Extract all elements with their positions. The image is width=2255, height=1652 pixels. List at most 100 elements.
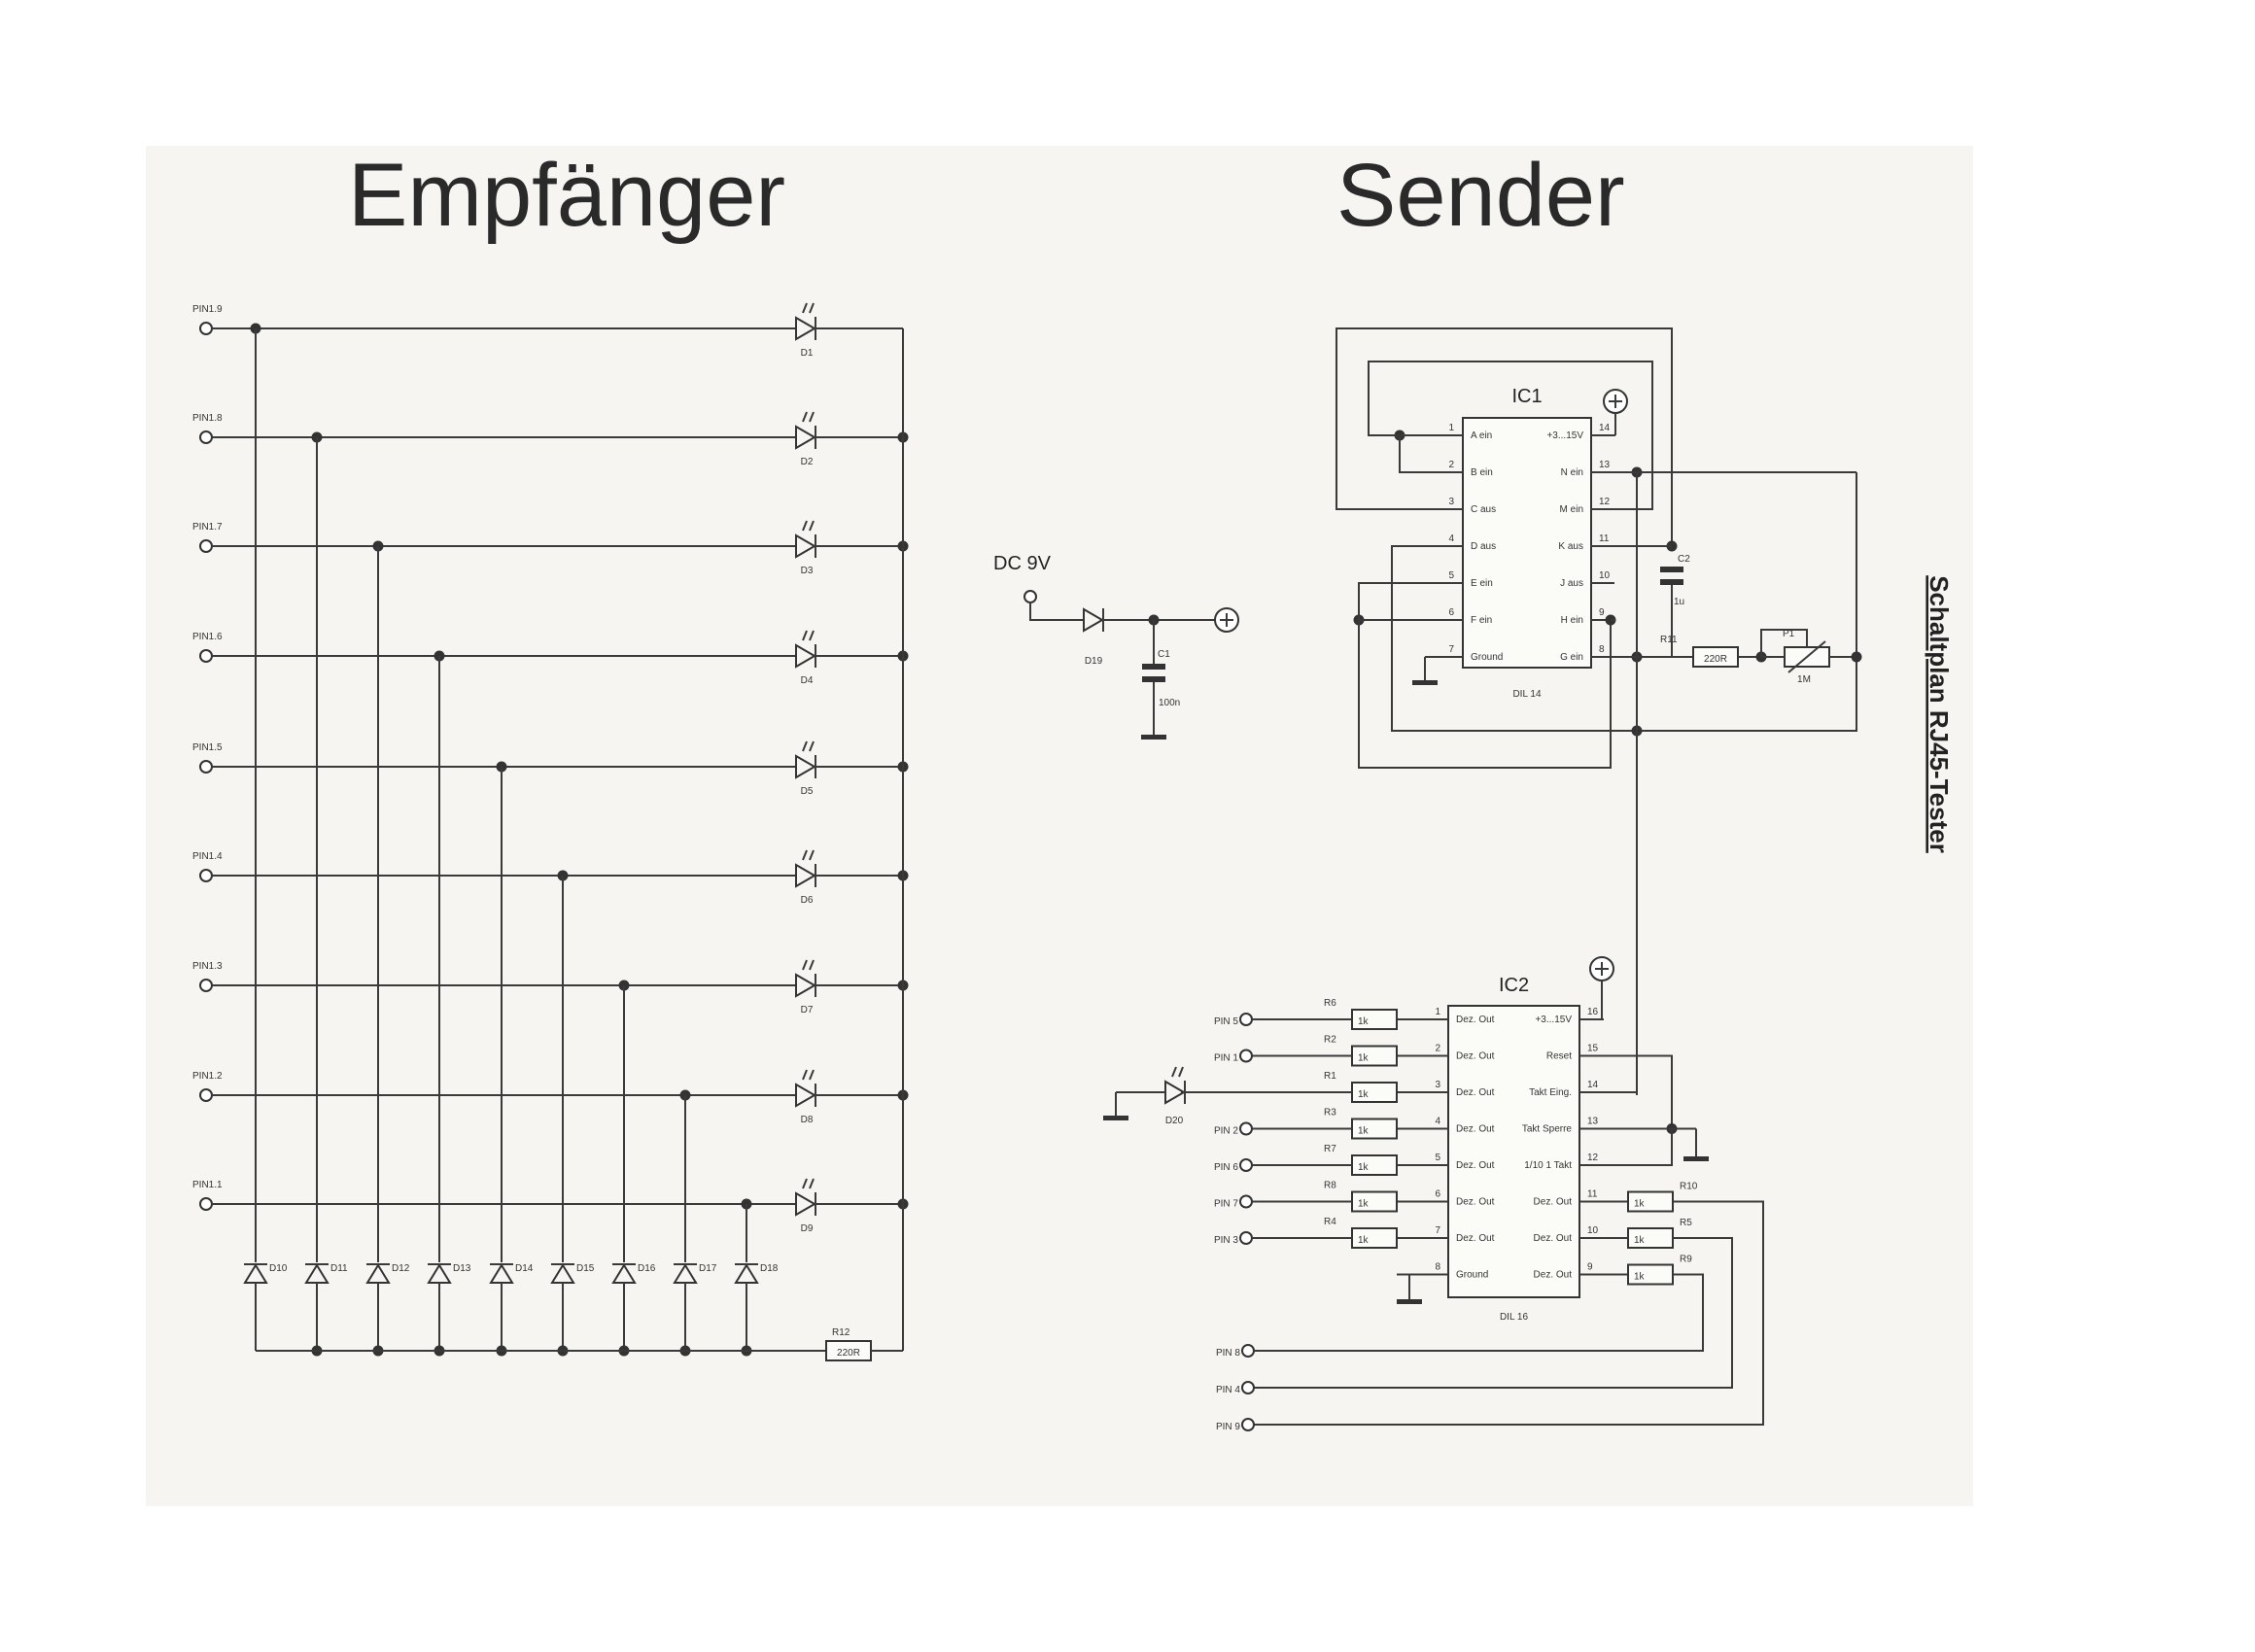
receiver-circuit: PIN1.9D1D10PIN1.8D2D11PIN1.7D3D12PIN1.6D…	[192, 302, 909, 1361]
terminal	[1239, 1194, 1253, 1209]
led-arrow	[809, 630, 815, 641]
ic2-pin-label: Dez. Out	[1534, 1270, 1573, 1281]
led-3	[795, 533, 816, 559]
ic2-right-wire	[1254, 1200, 1764, 1426]
resistor-value: 1k	[1358, 1199, 1370, 1210]
ic2-right-wire	[1254, 1237, 1733, 1389]
led-1	[795, 316, 816, 341]
bottom-diode	[611, 1263, 637, 1284]
resistor-name: R3	[1324, 1108, 1336, 1119]
led-arrow	[809, 1178, 815, 1189]
terminal	[1239, 1158, 1253, 1172]
ic1-pin-number: 11	[1599, 533, 1610, 544]
led-label: D1	[801, 348, 814, 359]
ic2-pin-label: Dez. Out	[1456, 1015, 1495, 1025]
c2-name: C2	[1678, 554, 1690, 565]
ic2-pin-number: 5	[1435, 1153, 1440, 1163]
led-arrow	[802, 302, 808, 314]
ic1-wire	[1336, 327, 1673, 549]
receiver-pin-label: PIN1.2	[192, 1071, 223, 1082]
led-arrow	[802, 1178, 808, 1189]
ic2-left-pin-label: PIN 3	[1214, 1235, 1238, 1246]
receiver-pin-label: PIN1.7	[192, 522, 223, 533]
led-7	[795, 973, 816, 998]
receiver-pin-label: PIN1.4	[192, 851, 223, 862]
ic2-pin-label: Dez. Out	[1534, 1197, 1573, 1208]
p1-wiper	[1760, 629, 1808, 657]
led-9	[795, 1191, 816, 1217]
ic2-pin-number: 3	[1435, 1080, 1440, 1090]
c2-value: 1u	[1674, 597, 1684, 607]
ic2-pin-number: 15	[1587, 1044, 1599, 1054]
led-8	[795, 1083, 816, 1108]
led-label: D5	[801, 786, 814, 797]
resistor-name: R6	[1324, 998, 1336, 1009]
p1-arrow	[1787, 640, 1826, 673]
resistor-name: R1	[1324, 1071, 1336, 1082]
led-arrow	[1171, 1066, 1177, 1078]
led-label: D9	[801, 1223, 814, 1234]
ic1-name: IC1	[1511, 386, 1542, 407]
ic1-pin-number: 3	[1448, 497, 1454, 507]
bottom-diode	[734, 1263, 759, 1284]
ic1-wire	[1368, 361, 1653, 510]
ic1-pin-label: M ein	[1560, 504, 1583, 515]
resistor-value: 1k	[1634, 1235, 1646, 1246]
resistor-value: 1k	[1358, 1053, 1370, 1064]
led-arrow	[809, 520, 815, 532]
bottom-diode-label: D18	[760, 1263, 779, 1274]
ic1-pin-number: 2	[1448, 460, 1454, 470]
ic2-pin-number: 6	[1435, 1189, 1440, 1200]
led-arrow	[802, 959, 808, 971]
ic1-pin-label: D aus	[1471, 541, 1496, 552]
led-arrow	[809, 1069, 815, 1081]
led-arrow	[809, 959, 815, 971]
led-label: D7	[801, 1005, 814, 1015]
receiver-pin-label: PIN1.5	[192, 742, 223, 753]
ic1-pin-number: 13	[1599, 460, 1611, 470]
r12-name: R12	[832, 1327, 850, 1338]
led-label: D8	[801, 1115, 814, 1125]
ic2-pin-label: +3...15V	[1535, 1015, 1572, 1025]
ic2-left-pin-label: PIN 1	[1214, 1053, 1238, 1064]
led-label: D2	[801, 457, 814, 467]
ic2-pin-label: 1/10 1 Takt	[1524, 1160, 1572, 1171]
bottom-diode	[243, 1263, 268, 1284]
terminal	[1239, 1049, 1253, 1063]
ground-symbol	[1412, 680, 1438, 685]
ic2-left-pin-label: PIN 2	[1214, 1126, 1238, 1137]
ic1-pin-label: C aus	[1471, 504, 1496, 515]
terminal	[1239, 1121, 1253, 1136]
led-6	[795, 863, 816, 888]
ic2-pin-number: 8	[1435, 1262, 1440, 1273]
resistor-name: R2	[1324, 1035, 1336, 1046]
led-arrow	[802, 630, 808, 641]
ic2-pin-number: 13	[1587, 1117, 1599, 1127]
ic1-body	[1462, 417, 1592, 669]
led-label: D4	[801, 675, 814, 686]
ic2-pin-label: Takt Eing.	[1529, 1087, 1572, 1098]
ic2-pin-label: Dez. Out	[1456, 1051, 1495, 1062]
title-side: Schaltplan RJ45-Tester	[1925, 575, 1954, 853]
r12-value: 220R	[837, 1348, 860, 1359]
c2-plate	[1660, 567, 1683, 572]
ic1-pin-number: 8	[1599, 644, 1605, 655]
ic2-pin-number: 7	[1435, 1225, 1440, 1236]
terminal	[1239, 1231, 1253, 1245]
bottom-diode-label: D13	[453, 1263, 471, 1274]
led-arrow	[802, 849, 808, 861]
ic1-pin-number: 10	[1599, 570, 1611, 581]
resistor-name: R5	[1680, 1218, 1692, 1228]
bottom-diode	[550, 1263, 575, 1284]
led-arrow	[1178, 1066, 1184, 1078]
terminal	[199, 1088, 213, 1102]
ic1-pin-label: K aus	[1558, 541, 1583, 552]
bottom-diode-label: D15	[576, 1263, 595, 1274]
ic2-bottom-pin-label: PIN 9	[1216, 1422, 1240, 1432]
led-5	[795, 754, 816, 779]
c2-plate	[1660, 579, 1683, 585]
ic1-pin-number: 7	[1448, 644, 1454, 655]
ic1-pin-label: F ein	[1471, 615, 1492, 626]
